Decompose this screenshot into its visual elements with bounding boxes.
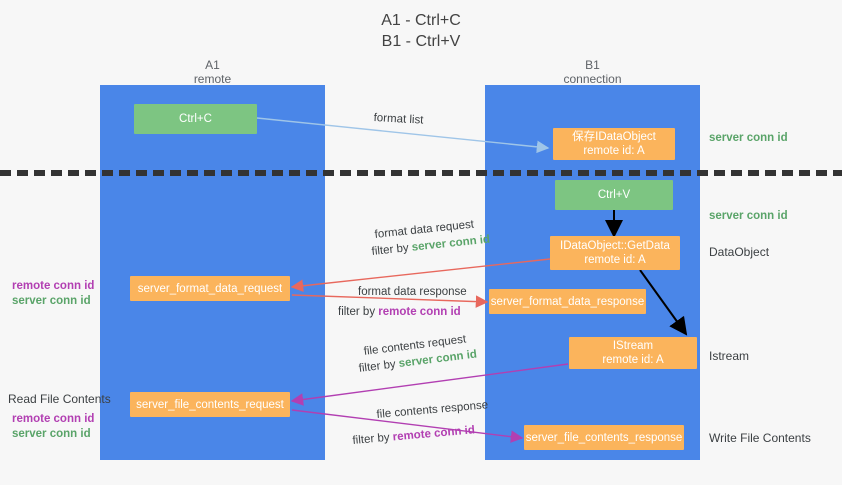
left-label-remote-conn-id-1: remote conn id xyxy=(12,280,95,292)
lane-header-b1: B1 connection xyxy=(485,58,700,86)
edge-label-file-contents-request-filter-prefix: filter by xyxy=(358,358,400,375)
lane-b1-name: B1 xyxy=(585,58,600,72)
edge-label-format-data-response-filter: filter by remote conn id xyxy=(338,305,461,320)
left-label-server-conn-id-2: server conn id xyxy=(12,428,91,440)
lane-a1-name: A1 xyxy=(205,58,220,72)
node-server-format-data-response[interactable]: server_format_data_response xyxy=(489,289,646,314)
diagram-title: A1 - Ctrl+C B1 - Ctrl+V xyxy=(381,12,461,50)
edge-label-file-contents-response-filter: filter by remote conn id xyxy=(352,423,476,449)
node-server-format-data-response-line1: server_format_data_response xyxy=(490,295,645,308)
edge-label-format-data-request-filter-prefix: filter by xyxy=(371,241,413,258)
edge-label-format-data-response-filter-key: remote conn id xyxy=(378,306,461,318)
left-label-remote-conn-id-2: remote conn id xyxy=(12,413,95,425)
node-server-file-contents-request[interactable]: server_file_contents_request xyxy=(130,392,290,417)
node-server-format-data-request-line1: server_format_data_request xyxy=(137,282,283,295)
edge-label-file-contents-response-filter-prefix: filter by xyxy=(352,431,394,447)
lane-b1-sub: connection xyxy=(563,72,622,86)
left-label-server-conn-id-1: server conn id xyxy=(12,295,91,307)
right-label-dataobject: DataObject xyxy=(709,245,770,259)
node-istream-line2: remote id: A xyxy=(602,354,664,366)
lane-header-a1: A1 remote xyxy=(100,58,325,86)
phase-divider xyxy=(0,170,842,176)
lane-a1-sub: remote xyxy=(193,72,232,86)
node-ctrl-c-line1: Ctrl+C xyxy=(179,113,212,125)
node-idataobject-getdata[interactable]: IDataObject::GetData remote id: A xyxy=(550,236,680,270)
node-istream-line1: IStream xyxy=(612,340,654,352)
left-label-group-file: remote conn id server conn id xyxy=(12,412,98,442)
node-ctrl-c[interactable]: Ctrl+C xyxy=(134,104,257,134)
node-store-idataobject[interactable]: 保存IDataObject remote id: A xyxy=(553,128,675,160)
node-istream[interactable]: IStream remote id: A xyxy=(569,337,697,369)
node-idataobject-getdata-line1: IDataObject::GetData xyxy=(560,240,670,252)
node-store-idataobject-line2: remote id: A xyxy=(583,145,645,157)
left-label-read-file-contents: Read File Contents xyxy=(8,392,111,406)
right-label-istream: Istream xyxy=(709,349,750,363)
right-label-server-conn-id-2: server conn id xyxy=(709,210,788,222)
right-label-server-conn-id-1: server conn id xyxy=(709,132,788,144)
node-store-idataobject-line1: 保存IDataObject xyxy=(572,131,656,143)
node-server-file-contents-request-line1: server_file_contents_request xyxy=(136,398,284,411)
edge-label-file-contents-response: file contents response xyxy=(376,399,489,421)
node-ctrl-v-line1: Ctrl+V xyxy=(597,189,631,201)
edge-label-format-data-response: format data response xyxy=(358,286,467,298)
node-server-file-contents-response[interactable]: server_file_contents_response xyxy=(524,425,684,450)
left-label-group-format: remote conn id server conn id xyxy=(12,279,98,309)
node-server-format-data-request[interactable]: server_format_data_request xyxy=(130,276,290,301)
edge-label-format-list: format list xyxy=(373,111,424,127)
edge-label-format-data-response-filter-prefix: filter by xyxy=(338,306,379,318)
node-ctrl-v[interactable]: Ctrl+V xyxy=(555,180,673,210)
node-server-file-contents-response-line1: server_file_contents_response xyxy=(525,431,683,444)
edge-label-file-contents-response-filter-key: remote conn id xyxy=(392,424,476,444)
right-label-write-file-contents: Write File Contents xyxy=(709,431,811,445)
node-idataobject-getdata-line2: remote id: A xyxy=(584,254,646,266)
